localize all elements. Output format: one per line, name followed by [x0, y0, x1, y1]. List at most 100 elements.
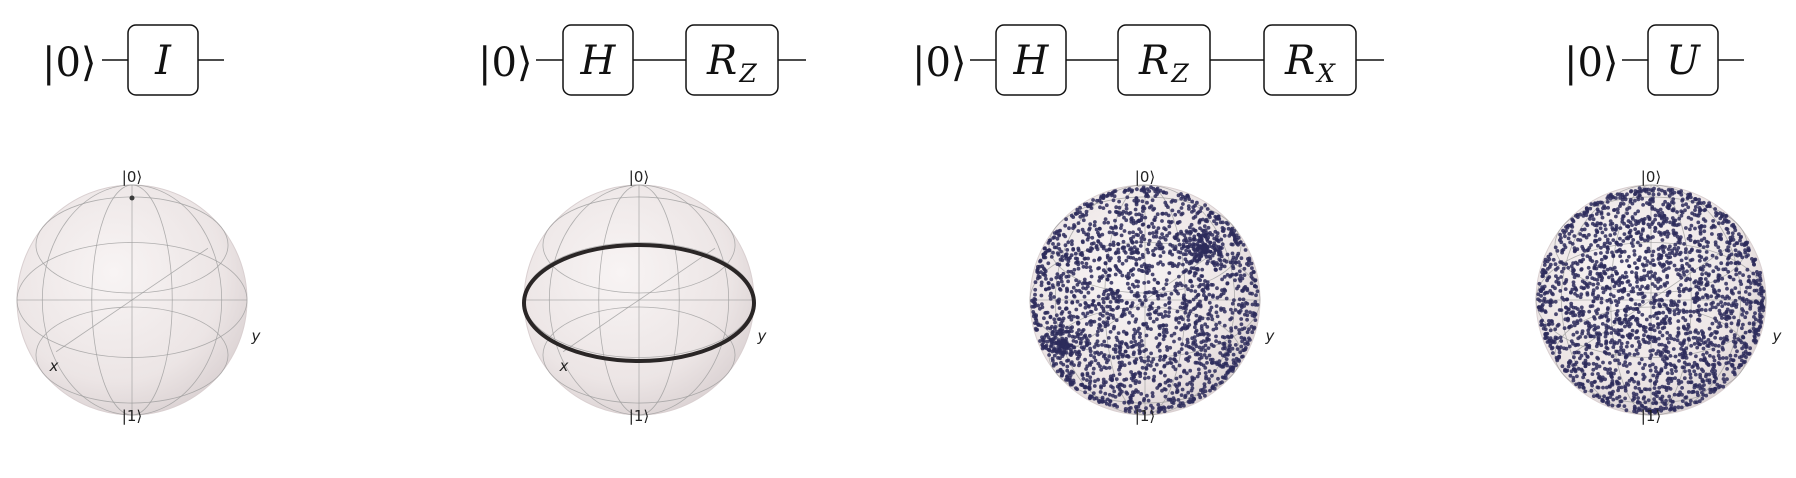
state-point: [1756, 332, 1761, 337]
state-point: [1093, 379, 1097, 384]
state-point: [1585, 292, 1590, 297]
state-point: [1079, 340, 1083, 344]
state-point: [1114, 318, 1119, 323]
state-point: [1684, 346, 1689, 351]
state-point: [1082, 280, 1087, 285]
state-point: [1574, 214, 1578, 218]
state-point: [1212, 219, 1216, 224]
state-point: [1240, 327, 1245, 332]
state-point: [1229, 230, 1233, 235]
state-point: [1083, 390, 1087, 395]
state-point: [1652, 314, 1656, 318]
state-point: [1097, 279, 1101, 283]
state-point: [1668, 333, 1672, 338]
state-point: [1159, 293, 1164, 298]
state-point: [1096, 343, 1100, 348]
state-point: [1587, 281, 1592, 286]
state-point: [1717, 321, 1722, 326]
state-point: [1677, 293, 1682, 298]
state-point: [1670, 248, 1674, 253]
state-point: [1606, 399, 1611, 404]
state-point: [1571, 378, 1576, 383]
state-point: [1662, 302, 1667, 307]
state-point: [1618, 226, 1623, 231]
state-point: [1717, 385, 1721, 390]
state-point: [1571, 367, 1576, 371]
state-point: [1718, 336, 1723, 341]
state-point: [1555, 358, 1560, 363]
state-point: [1215, 234, 1219, 239]
state-point: [1680, 203, 1685, 208]
state-point: [1678, 390, 1682, 395]
state-point: [1682, 376, 1687, 381]
state-point: [1188, 251, 1192, 255]
state-point: [1747, 248, 1751, 253]
state-point: [1140, 199, 1145, 204]
state-point: [1759, 302, 1764, 307]
state-point: [1039, 293, 1044, 298]
state-point: [1158, 358, 1162, 362]
state-point: [1700, 390, 1704, 395]
state-point: [1237, 331, 1242, 335]
state-point: [1045, 339, 1050, 344]
state-point: [1139, 392, 1144, 396]
state-point: [1666, 381, 1671, 386]
state-point: [1718, 249, 1722, 253]
state-point: [1157, 383, 1161, 388]
state-point: [1136, 306, 1140, 311]
state-point: [1736, 322, 1740, 327]
state-point: [1733, 340, 1738, 345]
state-point: [1559, 275, 1563, 279]
state-point: [1711, 355, 1716, 359]
state-point: [1665, 371, 1670, 375]
state-point: [1250, 330, 1255, 335]
state-point: [1602, 269, 1606, 274]
state-point: [1704, 350, 1709, 355]
state-point: [1700, 272, 1704, 277]
state-point: [1188, 299, 1192, 304]
state-point: [1229, 307, 1233, 312]
state-point: [1097, 317, 1102, 321]
state-point: [1596, 209, 1601, 214]
state-point: [1108, 330, 1113, 334]
state-point: [1242, 348, 1247, 352]
state-point: [1245, 313, 1250, 318]
state-point: [1593, 201, 1597, 206]
state-point: [1677, 289, 1682, 294]
state-point: [1688, 309, 1693, 314]
state-point: [1101, 206, 1106, 211]
state-point: [1623, 197, 1628, 202]
state-point: [1151, 234, 1156, 239]
state-point: [1606, 402, 1611, 407]
state-point: [1111, 293, 1115, 298]
state-point: [1619, 250, 1624, 255]
state-point: [1627, 352, 1632, 356]
state-point: [1160, 388, 1164, 393]
state-point: [1096, 361, 1101, 366]
state-point: [1111, 226, 1115, 231]
state-point: [1083, 384, 1088, 389]
state-point: [1733, 248, 1738, 253]
state-point: [1032, 312, 1036, 316]
state-point: [1694, 383, 1698, 387]
state-point: [1234, 240, 1239, 245]
state-point: [1142, 411, 1147, 415]
state-point: [1224, 357, 1229, 361]
state-point: [1099, 276, 1104, 280]
state-point: [1195, 248, 1200, 252]
state-point: [1668, 316, 1672, 321]
state-point: [1602, 241, 1607, 246]
state-point: [1114, 250, 1119, 255]
state-point: [1214, 261, 1219, 265]
state-point: [1586, 379, 1590, 383]
state-point: [1630, 328, 1635, 333]
state-point: [1663, 343, 1668, 348]
state-point: [1730, 231, 1735, 236]
state-point: [1596, 307, 1600, 312]
state-point: [1074, 211, 1078, 216]
state-point: [1149, 351, 1153, 356]
state-point: [1558, 232, 1562, 237]
state-point: [1103, 261, 1108, 266]
state-point: [1116, 247, 1121, 252]
state-point: [1721, 356, 1725, 360]
